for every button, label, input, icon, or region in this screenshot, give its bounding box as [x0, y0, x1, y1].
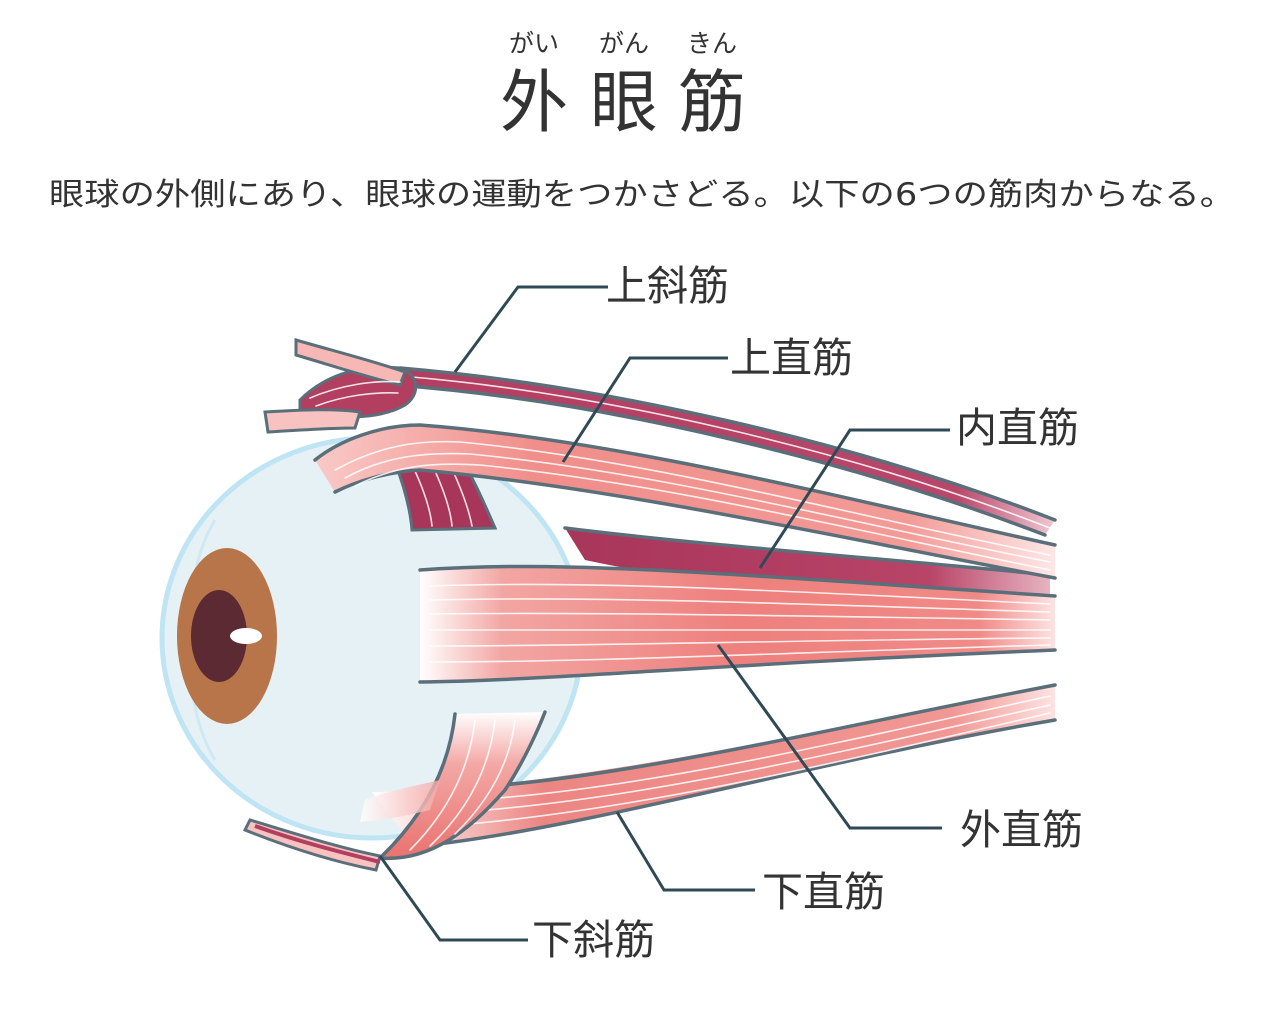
leader-inferior-oblique: [378, 855, 528, 942]
leader-inferior-rectus: [615, 811, 755, 892]
ruby-gai: がい: [509, 29, 559, 58]
title-ruby: がい がん きん: [509, 29, 737, 58]
label-inferior-oblique: 下斜筋: [532, 916, 655, 964]
superior-oblique-muscle: [263, 337, 1057, 537]
title-char-1: 外: [500, 64, 568, 143]
inferior-rectus-muscle: [372, 683, 1057, 848]
leader-medial-rectus: [758, 428, 950, 569]
label-medial-rectus: 内直筋: [956, 404, 1079, 452]
inferior-oblique-muscle: [242, 818, 382, 872]
inferior-oblique-front: [360, 710, 547, 861]
title-char-3: 筋: [678, 64, 746, 143]
label-superior-rectus: 上直筋: [730, 334, 853, 382]
pupil: [191, 590, 247, 682]
title-char-2: 眼: [590, 64, 658, 143]
leader-lines: [378, 285, 950, 942]
leader-superior-oblique: [453, 285, 608, 373]
leader-lateral-rectus: [716, 644, 942, 830]
lateral-rectus-muscle: [418, 564, 1057, 684]
label-superior-oblique: 上斜筋: [606, 262, 729, 310]
page-title: 外 眼 筋: [500, 64, 746, 143]
page-subtitle: 眼球の外側にあり、眼球の運動をつかさどる。以下の6つの筋肉からなる。: [49, 177, 1235, 213]
label-inferior-rectus: 下直筋: [762, 868, 885, 916]
label-lateral-rectus: 外直筋: [960, 806, 1083, 854]
pupil-highlight: [230, 628, 262, 644]
ruby-kin: きん: [687, 29, 737, 58]
iris: [177, 548, 277, 724]
leader-superior-rectus: [561, 356, 728, 463]
ruby-gan: がん: [599, 29, 649, 58]
